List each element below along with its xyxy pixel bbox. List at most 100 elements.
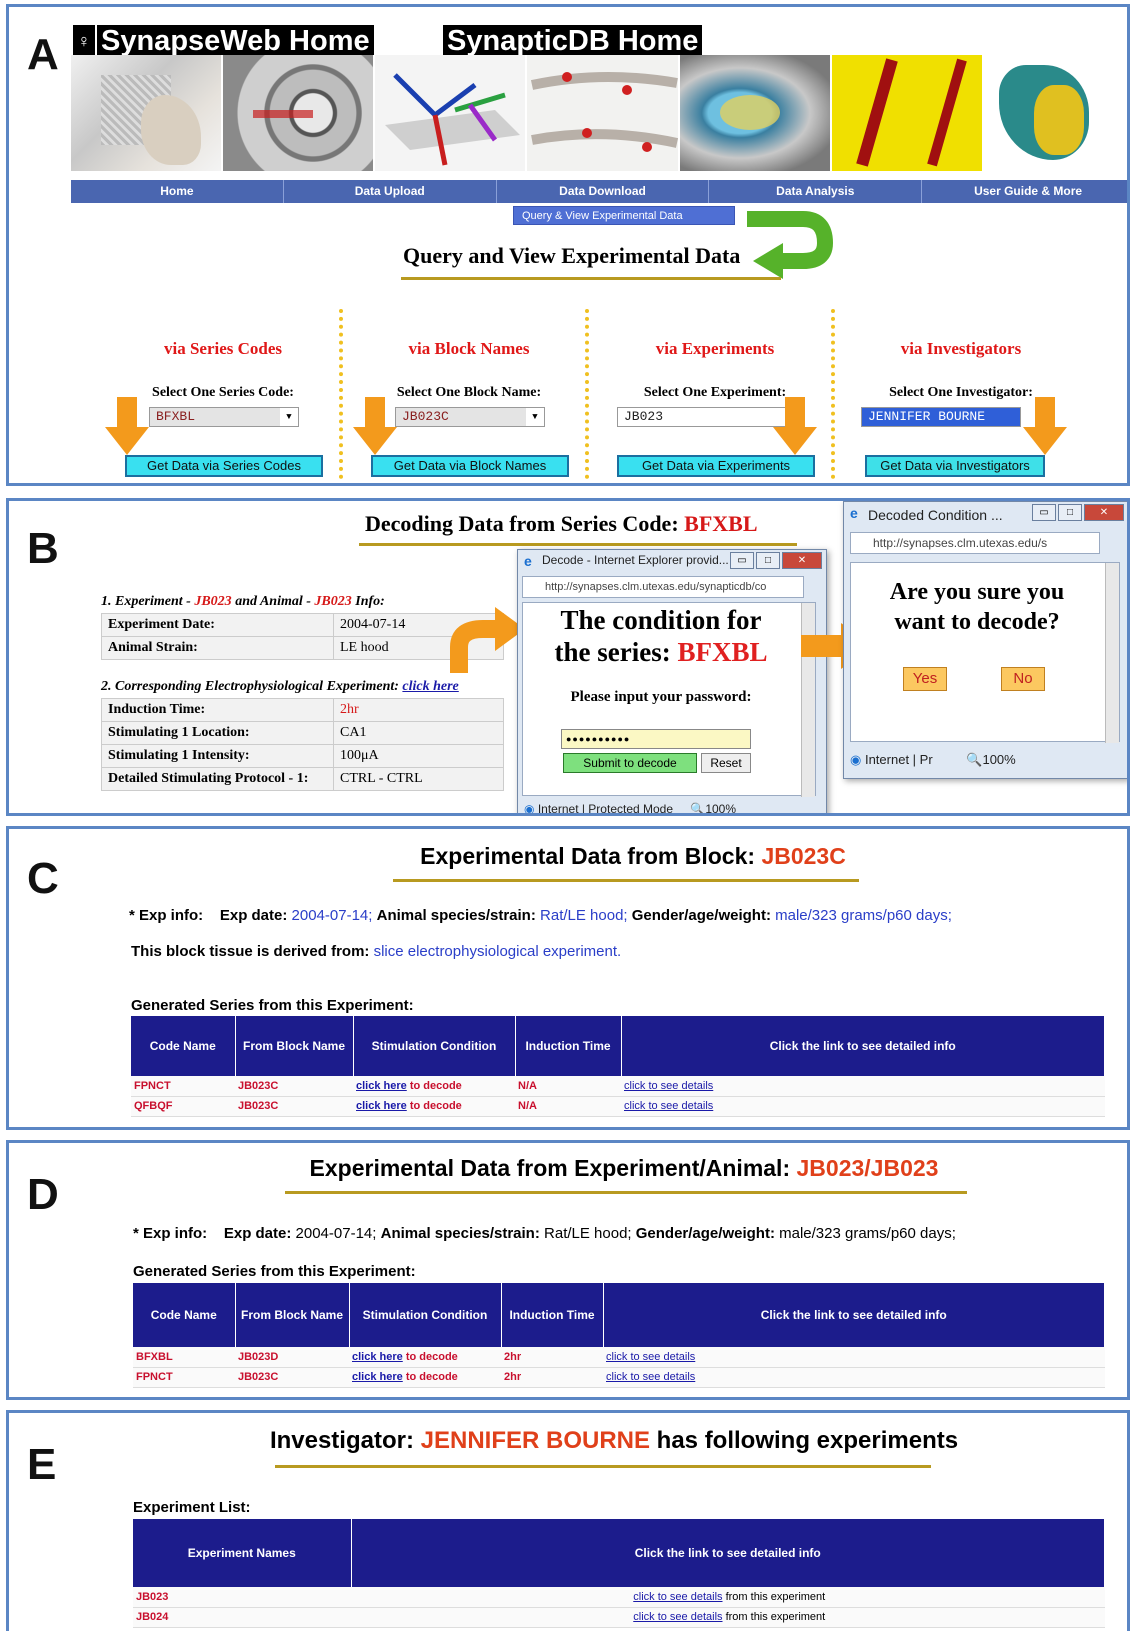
get-data-block-names-button[interactable]: Get Data via Block Names — [371, 455, 569, 477]
zoom-level[interactable]: 100% — [982, 752, 1016, 767]
exp-info-label: * Exp info: — [129, 907, 204, 924]
animal-code: JB023 — [314, 594, 352, 609]
details-cell: click to see details — [603, 1367, 1105, 1388]
close-icon[interactable]: ✕ — [782, 552, 822, 569]
zoom-level[interactable]: 100% — [705, 802, 737, 816]
get-data-investigators-button[interactable]: Get Data via Investigators — [865, 455, 1045, 477]
induction-cell: 2hr — [501, 1367, 603, 1388]
get-data-experiments-button[interactable]: Get Data via Experiments — [617, 455, 815, 477]
title-text: Investigator: — [269, 1427, 421, 1454]
no-button[interactable]: No — [1001, 667, 1045, 691]
derived-value[interactable]: slice electrophysiological experiment. — [373, 943, 622, 960]
details-link[interactable]: click to see details — [606, 1371, 696, 1383]
click-here-link[interactable]: click here — [352, 1371, 403, 1383]
column-header: Stimulation Condition — [349, 1283, 502, 1347]
species-value: Rat/LE hood; — [544, 1225, 632, 1242]
via-investigators-heading: via Investigators — [900, 339, 1022, 358]
panel-a: A SynapseWeb Home ♀ SynapticDB Home — [6, 4, 1130, 486]
close-icon[interactable]: ✕ — [1084, 504, 1124, 521]
synapticdb-home-link[interactable]: SynapticDB Home — [443, 25, 703, 58]
decoding-title: Decoding Data from Series Code: BFXBL — [365, 511, 758, 537]
gender-value: male/323 grams/p60 days; — [775, 907, 952, 924]
panel-label: A — [27, 30, 59, 79]
get-data-series-codes-button[interactable]: Get Data via Series Codes — [125, 455, 323, 477]
details-link[interactable]: click to see details — [633, 1611, 723, 1623]
reset-button[interactable]: Reset — [701, 753, 751, 773]
minimize-icon[interactable]: ▭ — [1032, 504, 1056, 521]
investigator-select[interactable]: JENNIFER BOURNE — [861, 407, 1021, 427]
block-name-cell: JB023C — [235, 1096, 353, 1117]
experiment-data-title: Experimental Data from Experiment/Animal… — [9, 1155, 1127, 1182]
banner-image-3 — [375, 55, 528, 171]
address-bar[interactable]: http://synapses.clm.utexas.edu/s — [850, 532, 1100, 554]
maximize-icon[interactable]: □ — [1058, 504, 1082, 521]
window-title: Decode - Internet Explorer provid... — [542, 553, 729, 567]
nav-data-download[interactable]: Data Download — [497, 180, 710, 203]
orange-arrow-icon — [353, 397, 397, 455]
exp-info-label: * Exp info: — [133, 1225, 208, 1242]
details-link[interactable]: click to see details — [606, 1350, 696, 1363]
nav-user-guide[interactable]: User Guide & More — [974, 184, 1083, 198]
details-cell: click to see details — [621, 1076, 1105, 1097]
experiment-list-label: Experiment List: — [133, 1499, 251, 1516]
series-table: Code Name From Block Name Stimulation Co… — [131, 1016, 1105, 1117]
panel-label: E — [27, 1440, 57, 1489]
scrollbar[interactable] — [1105, 563, 1119, 743]
experiment-name-cell: JB023 — [133, 1587, 351, 1608]
investigator-value: JENNIFER BOURNE — [868, 409, 986, 424]
minimize-icon[interactable]: ▭ — [730, 552, 754, 569]
row-key: Stimulating 1 Intensity: — [101, 744, 334, 768]
globe-icon: ◉ — [850, 752, 862, 767]
row-key: Induction Time: — [101, 698, 334, 722]
derived-label: This block tissue is derived from: — [131, 943, 370, 960]
title-underline — [359, 543, 797, 546]
decode-body: The condition for the series: BFXBL Plea… — [522, 602, 816, 797]
orange-arrow-icon — [1023, 397, 1067, 455]
submit-decode-button[interactable]: Submit to decode — [563, 753, 697, 773]
link-suffix: to decode — [405, 1350, 458, 1363]
password-input[interactable]: ●●●●●●●●●● — [561, 729, 751, 749]
title-underline — [285, 1191, 967, 1194]
series-code-select[interactable]: BFXBL▼ — [149, 407, 299, 427]
section-2-heading: 2. Corresponding Electrophysiological Ex… — [101, 679, 459, 695]
nav-home[interactable]: Home — [71, 180, 284, 203]
click-here-link[interactable]: click here — [356, 1100, 407, 1112]
banner-image-2 — [223, 55, 376, 171]
code-name-cell: BFXBL — [133, 1347, 235, 1368]
address-bar[interactable]: http://synapses.clm.utexas.edu/synapticd… — [522, 576, 804, 598]
window-controls: ▭ □ ✕ — [1032, 504, 1124, 521]
table-row: Stimulating 1 Intensity:100μA — [101, 744, 504, 768]
maximize-icon[interactable]: □ — [756, 552, 780, 569]
title-code: BFXBL — [684, 511, 758, 536]
nav-data-analysis[interactable]: Data Analysis — [709, 180, 923, 203]
link-suffix: from this experiment — [725, 1590, 826, 1603]
title-text: Experimental Data from Block: — [420, 843, 762, 869]
title-code: JB023/JB023 — [796, 1155, 939, 1181]
details-link[interactable]: click to see details — [624, 1079, 714, 1092]
click-here-link[interactable]: click here — [356, 1079, 407, 1092]
details-link[interactable]: click to see details — [633, 1590, 723, 1603]
column-header: From Block Name — [235, 1016, 354, 1076]
stimulation-cell: click here to decode — [353, 1096, 515, 1117]
banner-image-4 — [527, 55, 680, 171]
globe-icon: ◉ — [524, 802, 535, 816]
induction-cell: N/A — [515, 1096, 621, 1117]
status-bar: ◉ Internet | Protected Mode 🔍100% — [524, 802, 737, 816]
experiment-input[interactable]: JB023 — [617, 407, 797, 427]
submenu-query-view[interactable]: Query & View Experimental Data — [513, 206, 735, 225]
click-here-link[interactable]: click here — [402, 679, 459, 694]
heading-text: and Animal - — [231, 594, 315, 609]
column-header: Induction Time — [501, 1283, 604, 1347]
block-name-select[interactable]: JB023C▼ — [395, 407, 545, 427]
click-here-link[interactable]: click here — [352, 1350, 403, 1363]
yes-button[interactable]: Yes — [903, 667, 947, 691]
nav-data-upload[interactable]: Data Upload — [284, 180, 497, 203]
status-text: Internet | Protected Mode — [537, 802, 674, 816]
orange-arrow-icon — [105, 397, 149, 455]
details-link[interactable]: click to see details — [624, 1100, 714, 1112]
heading-text: Info: — [351, 594, 385, 609]
table-row: BFXBL JB023D click here to decode 2hr cl… — [133, 1347, 1105, 1368]
table-row: FPNCT JB023C click here to decode 2hr cl… — [133, 1367, 1105, 1388]
table-row: Animal Strain:LE hood — [101, 636, 504, 660]
synapseweb-home-link[interactable]: SynapseWeb Home — [97, 25, 374, 58]
